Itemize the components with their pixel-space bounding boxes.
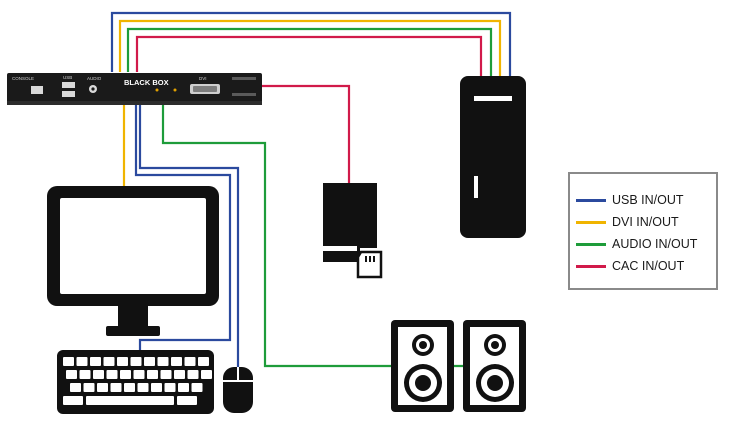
keyboard-key <box>66 370 77 379</box>
keyboard-key <box>90 357 101 366</box>
legend-label-dvi: DVI IN/OUT <box>612 215 679 229</box>
keyboard-key <box>157 357 169 366</box>
keyboard-key <box>147 370 158 379</box>
keyboard-key <box>110 383 122 392</box>
legend: USB IN/OUT DVI IN/OUT AUDIO IN/OUT CAC I… <box>568 172 718 290</box>
keyboard-key <box>79 370 91 379</box>
keyboard-key <box>184 357 196 366</box>
kvm-label-console: CONSOLE <box>12 76 34 81</box>
keyboard-key <box>106 370 118 379</box>
audio-cable-kvm-to-speakers <box>161 98 400 368</box>
keyboard-key <box>137 383 149 392</box>
legend-label-usb: USB IN/OUT <box>612 193 684 207</box>
legend-swatch-cac <box>576 264 606 268</box>
keyboard-key <box>63 357 74 366</box>
sd-card-icon <box>356 250 383 279</box>
keyboard-key <box>164 383 176 392</box>
cables <box>110 11 512 368</box>
audio-cable-kvm-to-pc <box>126 27 493 78</box>
legend-item-dvi: DVI IN/OUT <box>576 214 679 230</box>
legend-swatch-dvi <box>576 220 606 224</box>
keyboard-key <box>97 383 108 392</box>
cac-reader-icon <box>323 183 377 262</box>
keyboard-key <box>70 383 81 392</box>
keyboard-key <box>120 370 131 379</box>
legend-swatch-audio <box>576 242 606 246</box>
keyboard-key <box>86 396 174 405</box>
usb-cable-kvm-to-pc <box>110 11 512 78</box>
kvm-switch-icon: CONSOLE USB AUDIO DVI BLACK BOX <box>7 73 262 105</box>
keyboard-key <box>178 383 189 392</box>
legend-label-cac: CAC IN/OUT <box>612 259 685 273</box>
keyboard-key <box>174 370 185 379</box>
keyboard-key <box>171 357 182 366</box>
kvm-label-audio: AUDIO <box>87 76 102 81</box>
keyboard-key <box>160 370 172 379</box>
dvi-cable-kvm-to-pc <box>118 19 502 78</box>
keyboard-key <box>63 396 83 405</box>
mouse-icon <box>223 367 253 413</box>
keyboard-key <box>76 357 88 366</box>
kvm-label-usb: USB <box>63 75 72 80</box>
keyboard-key <box>117 357 128 366</box>
speaker-icon <box>391 320 454 412</box>
keyboard-key <box>201 370 212 379</box>
legend-label-audio: AUDIO IN/OUT <box>612 237 698 251</box>
kvm-brand: BLACK BOX <box>124 78 169 87</box>
keyboard-key <box>191 383 203 392</box>
speaker-icon <box>463 320 526 412</box>
keyboard-key <box>177 396 197 405</box>
keyboard-key <box>124 383 135 392</box>
cac-cable-kvm-to-reader <box>260 84 351 183</box>
legend-swatch-usb <box>576 198 606 202</box>
keyboard-key <box>187 370 199 379</box>
cac-cable-kvm-to-pc <box>135 35 483 78</box>
monitor-icon <box>47 186 219 336</box>
keyboard-key <box>93 370 104 379</box>
usb-cable-kvm-to-keyboard <box>134 104 232 350</box>
keyboard-key <box>144 357 155 366</box>
usb-cable-kvm-to-mouse <box>138 104 240 367</box>
keyboard-key <box>83 383 95 392</box>
legend-item-audio: AUDIO IN/OUT <box>576 236 697 252</box>
legend-item-cac: CAC IN/OUT <box>576 258 684 274</box>
keyboard-key <box>103 357 115 366</box>
kvm-label-dvi: DVI <box>199 76 207 81</box>
keyboard-key <box>130 357 142 366</box>
legend-item-usb: USB IN/OUT <box>576 192 684 208</box>
pc-tower-icon <box>460 76 526 238</box>
keyboard-key <box>198 357 209 366</box>
keyboard-key <box>151 383 162 392</box>
keyboard-icon <box>57 350 214 414</box>
keyboard-key <box>133 370 145 379</box>
